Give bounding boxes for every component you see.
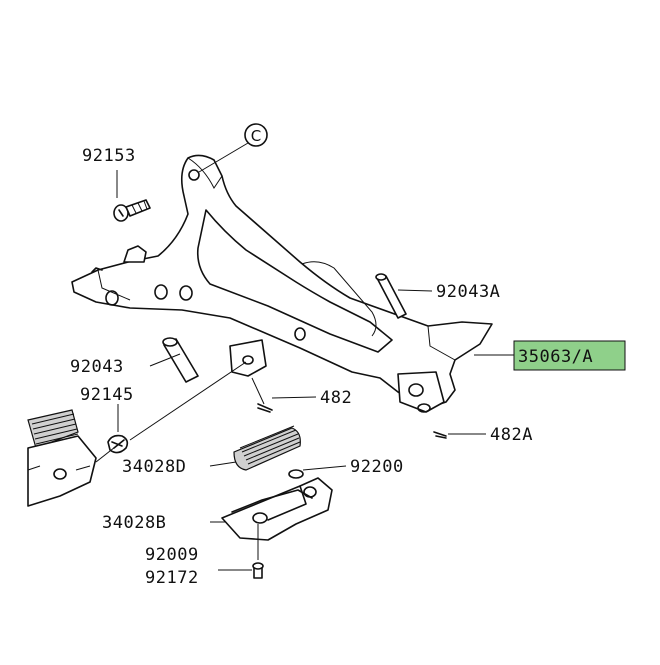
footpeg-body-34028B bbox=[210, 477, 333, 560]
label-92200: 92200 bbox=[350, 457, 404, 477]
bolt-92009 bbox=[218, 562, 264, 579]
bolt-92153 bbox=[113, 170, 151, 222]
pin-92043 bbox=[149, 337, 199, 383]
label-482A: 482A bbox=[490, 425, 533, 445]
footpeg-bracket bbox=[71, 154, 493, 413]
label-34028B: 34028B bbox=[102, 513, 166, 533]
pin-92043A bbox=[375, 273, 433, 319]
label-92009: 92009 bbox=[145, 545, 199, 565]
label-92043A: 92043A bbox=[436, 282, 500, 302]
highlight-box-35063A bbox=[513, 340, 626, 371]
label-92153: 92153 bbox=[82, 146, 136, 166]
label-92172: 92172 bbox=[145, 568, 199, 588]
clip-92145 bbox=[107, 361, 247, 454]
label-35063A: 35063/A bbox=[518, 347, 593, 367]
callout-c-letter: C bbox=[251, 127, 261, 145]
footpeg-rubber-34028D bbox=[209, 425, 301, 471]
label-92145: 92145 bbox=[80, 385, 134, 405]
cotter-pin-482 bbox=[251, 377, 317, 413]
label-92043: 92043 bbox=[70, 357, 124, 377]
cotter-pin-482A bbox=[433, 431, 486, 439]
label-482: 482 bbox=[320, 388, 352, 408]
callout-c: C bbox=[198, 123, 268, 173]
left-footpeg-partial bbox=[27, 409, 125, 507]
washer-92200 bbox=[288, 465, 347, 479]
label-34028D: 34028D bbox=[122, 457, 186, 477]
